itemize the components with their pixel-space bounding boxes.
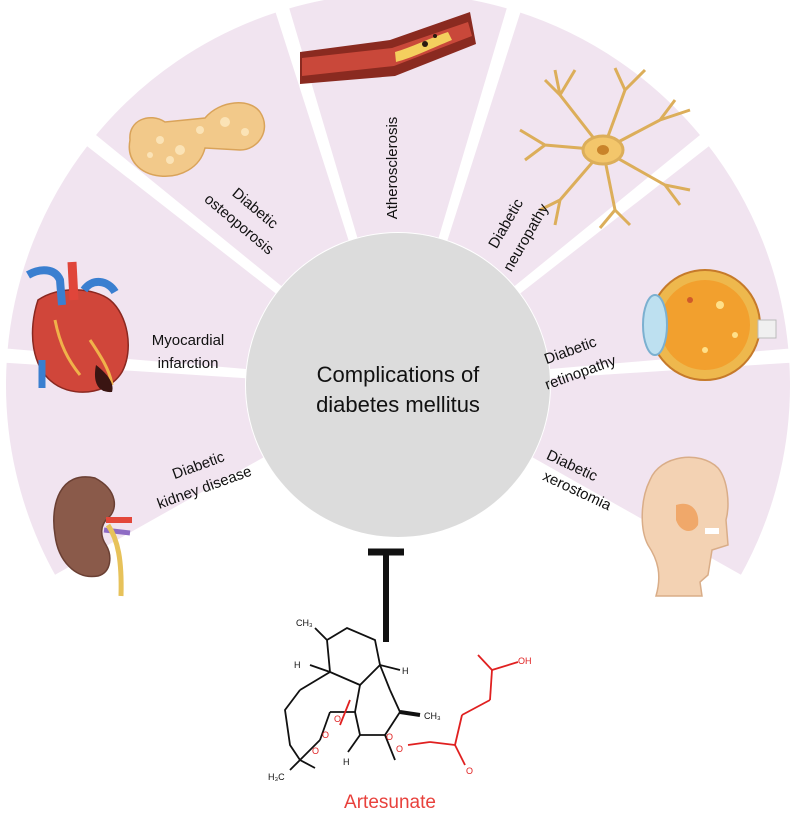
eye-icon bbox=[642, 269, 777, 381]
kidney-icon bbox=[53, 476, 132, 597]
atom-h-2: H bbox=[402, 666, 409, 676]
atom-ch3-right: CH₃ bbox=[424, 711, 441, 721]
head-icon bbox=[641, 456, 729, 597]
atom-o-5: O bbox=[396, 744, 403, 754]
segment-label-infarction-line2: infarction bbox=[158, 355, 219, 372]
artesunate-structure bbox=[284, 626, 421, 771]
segment-label-infarction-line1: Myocardial bbox=[152, 332, 225, 349]
atom-h-3: H bbox=[343, 757, 350, 767]
atom-h3c: H₃C bbox=[268, 772, 285, 782]
atom-oh: OH bbox=[518, 656, 532, 666]
neuron-icon bbox=[519, 67, 691, 229]
center-title-line1: Complications of bbox=[317, 362, 481, 387]
artesunate-ester-chain bbox=[339, 654, 519, 766]
atom-o-2: O bbox=[334, 714, 341, 724]
center-title-line2: diabetes mellitus bbox=[316, 392, 480, 417]
inhibition-bar bbox=[368, 548, 404, 642]
heart-icon bbox=[25, 261, 129, 393]
artery-icon bbox=[300, 12, 476, 84]
artesunate-atom-labels: CH₃ H H CH₃ H₃C H O O O O O O OH bbox=[268, 618, 532, 782]
center-circle bbox=[246, 233, 550, 537]
atom-ch3-top: CH₃ bbox=[296, 618, 313, 628]
segment-label-atherosclerosis: Atherosclerosis bbox=[384, 117, 401, 220]
atom-h-1: H bbox=[294, 660, 301, 670]
bone-icon bbox=[128, 102, 266, 177]
atom-o-4: O bbox=[386, 732, 393, 742]
atom-o-keto: O bbox=[466, 766, 473, 776]
atom-o-3: O bbox=[312, 746, 319, 756]
atom-o-1: O bbox=[322, 730, 329, 740]
drug-name-label: Artesunate bbox=[344, 792, 436, 813]
